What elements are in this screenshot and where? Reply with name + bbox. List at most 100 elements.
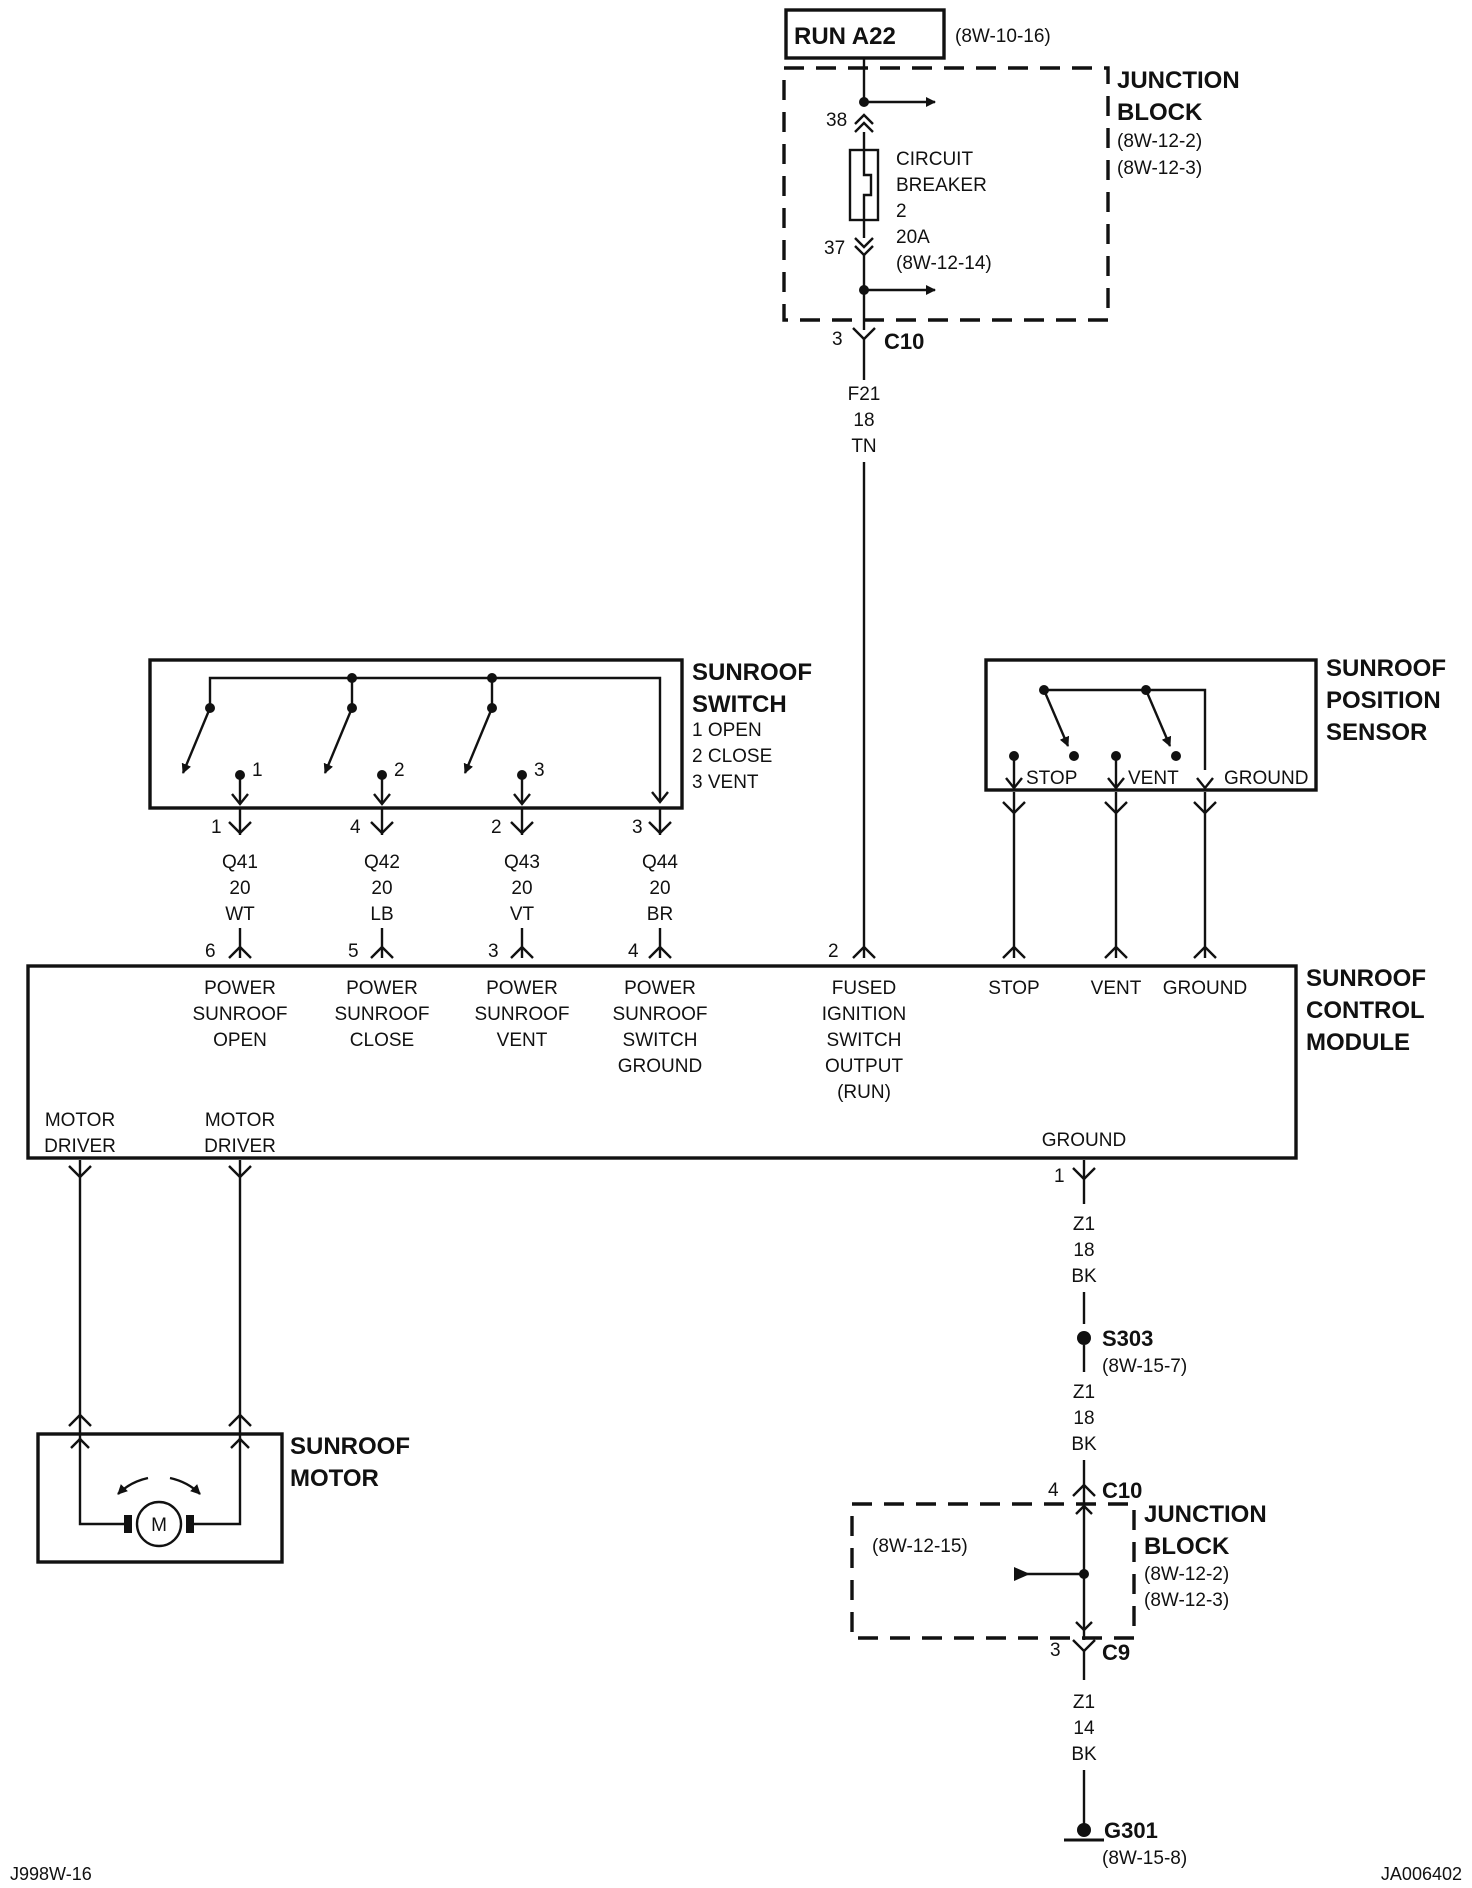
module-fused-5: (RUN) [837, 1082, 891, 1103]
q42-circuit: Q42 [364, 852, 400, 873]
module-open-1: POWER [204, 978, 276, 999]
z1c-color: BK [1071, 1744, 1097, 1765]
c10-top-pin: 3 [832, 329, 843, 350]
sunroof-switch: SUNROOF SWITCH 1 OPEN 2 CLOSE 3 VENT 1 2… [148, 658, 812, 810]
module-ground-out: GROUND [1042, 1130, 1126, 1151]
wire-q42: 4 Q42 20 LB 5 [348, 808, 400, 962]
switch-contact1: 1 [252, 760, 263, 781]
c10-top-name: C10 [884, 329, 924, 354]
z1c-circuit: Z1 [1073, 1692, 1095, 1713]
switch-legend2: 2 CLOSE [692, 746, 772, 767]
cb-label4: 20A [896, 227, 930, 248]
module-title3: MODULE [1306, 1029, 1410, 1056]
q42-pin-bottom: 5 [348, 941, 359, 962]
sensor-title2: POSITION [1326, 687, 1441, 714]
module-close-1: POWER [346, 978, 418, 999]
jb-top-pin-in: 38 [826, 110, 847, 131]
footer-left: J998W-16 [10, 1864, 92, 1884]
module-ground-in: GROUND [1163, 978, 1247, 999]
module-swgnd-4: GROUND [618, 1056, 702, 1077]
q44-pin-bottom: 4 [628, 941, 639, 962]
motor-symbol: M [151, 1515, 167, 1536]
module-swgnd-1: POWER [624, 978, 696, 999]
f21-color: TN [851, 436, 876, 457]
module-ground-pin: 1 [1054, 1166, 1065, 1187]
sensor-title3: SENSOR [1326, 719, 1427, 746]
module-fused-4: OUTPUT [825, 1056, 904, 1077]
z1b-gauge: 18 [1073, 1408, 1094, 1429]
module-close-3: CLOSE [350, 1030, 414, 1051]
c10-top-connector: 3 C10 [832, 327, 924, 354]
c10-bottom-name: C10 [1102, 1478, 1142, 1503]
module-title1: SUNROOF [1306, 965, 1426, 992]
q41-circuit: Q41 [222, 852, 258, 873]
q43-circuit: Q43 [504, 852, 540, 873]
footer-right: JA006402 [1381, 1864, 1462, 1884]
f21-gauge: 18 [853, 410, 874, 431]
switch-contact3: 3 [534, 760, 545, 781]
module-vent-1: POWER [486, 978, 558, 999]
switch-legend1: 1 OPEN [692, 720, 762, 741]
q42-pin-top: 4 [350, 817, 361, 838]
ground-name: G301 [1104, 1818, 1158, 1843]
motor-driver-wires [68, 1160, 252, 1440]
sensor-title1: SUNROOF [1326, 655, 1446, 682]
q43-color: VT [510, 904, 535, 925]
f21-wire: F21 18 TN 2 [828, 339, 880, 962]
q44-pin-top: 3 [632, 817, 643, 838]
sunroof-motor: SUNROOF MOTOR M [36, 1432, 410, 1564]
motor-title2: MOTOR [290, 1465, 379, 1492]
q42-gauge: 20 [371, 878, 392, 899]
switch-legend3: 3 VENT [692, 772, 759, 793]
c9-name: C9 [1102, 1640, 1130, 1665]
module-vent-in: VENT [1091, 978, 1142, 999]
c9-pin: 3 [1050, 1640, 1061, 1661]
z1a-gauge: 18 [1073, 1240, 1094, 1261]
switch-contact2: 2 [394, 760, 405, 781]
ground-g301: G301 (8W-15-8) [1064, 1818, 1187, 1869]
module-open-3: OPEN [213, 1030, 267, 1051]
module-motor-driver1-2: DRIVER [44, 1136, 116, 1157]
run-ref: (8W-10-16) [955, 26, 1051, 47]
q44-gauge: 20 [649, 878, 670, 899]
sunroof-position-sensor: SUNROOF POSITION SENSOR STOP VENT GROUND [984, 655, 1446, 792]
wire-q43: 2 Q43 20 VT 3 [488, 808, 540, 962]
splice-name: S303 [1102, 1326, 1153, 1351]
splice-ref: (8W-15-7) [1102, 1356, 1187, 1377]
z1b-circuit: Z1 [1073, 1382, 1095, 1403]
switch-title2: SWITCH [692, 691, 787, 718]
wire-q41: 1 Q41 20 WT 6 [205, 808, 258, 962]
q41-color: WT [225, 904, 255, 925]
sensor-vent: VENT [1128, 768, 1179, 789]
module-motor-driver1-1: MOTOR [45, 1110, 115, 1131]
q41-pin-top: 1 [211, 817, 222, 838]
module-fused-1: FUSED [832, 978, 896, 999]
q43-pin-bottom: 3 [488, 941, 499, 962]
module-ground-wire: 1 Z1 18 BK [1054, 1160, 1097, 1324]
jb-bot-inner-ref: (8W-12-15) [872, 1536, 968, 1557]
module-vent-2: SUNROOF [475, 1004, 570, 1025]
jb-bot-ref2: (8W-12-3) [1144, 1590, 1229, 1611]
sunroof-control-module: SUNROOF CONTROL MODULE POWER SUNROOF OPE… [26, 964, 1426, 1160]
sensor-wires [1002, 792, 1217, 959]
q42-color: LB [370, 904, 393, 925]
module-fused-2: IGNITION [822, 1004, 906, 1025]
ground-icon [1077, 1823, 1091, 1837]
f21-circuit: F21 [848, 384, 881, 405]
module-swgnd-3: SWITCH [623, 1030, 698, 1051]
module-vent-3: VENT [497, 1030, 548, 1051]
module-motor-driver2-1: MOTOR [205, 1110, 275, 1131]
jb-top-title1: JUNCTION [1117, 67, 1240, 94]
q44-circuit: Q44 [642, 852, 678, 873]
q43-pin-top: 2 [491, 817, 502, 838]
run-a22-source: RUN A22 (8W-10-16) [784, 8, 1051, 60]
jb-bot-title2: BLOCK [1144, 1533, 1230, 1560]
sensor-ground: GROUND [1224, 768, 1308, 789]
jb-bot-ref1: (8W-12-2) [1144, 1564, 1229, 1585]
z1c-gauge: 14 [1073, 1718, 1095, 1739]
jb-bot-title1: JUNCTION [1144, 1501, 1267, 1528]
motor-icon [135, 1500, 183, 1548]
module-open-2: SUNROOF [193, 1004, 288, 1025]
c10-bottom-pin: 4 [1048, 1480, 1059, 1501]
